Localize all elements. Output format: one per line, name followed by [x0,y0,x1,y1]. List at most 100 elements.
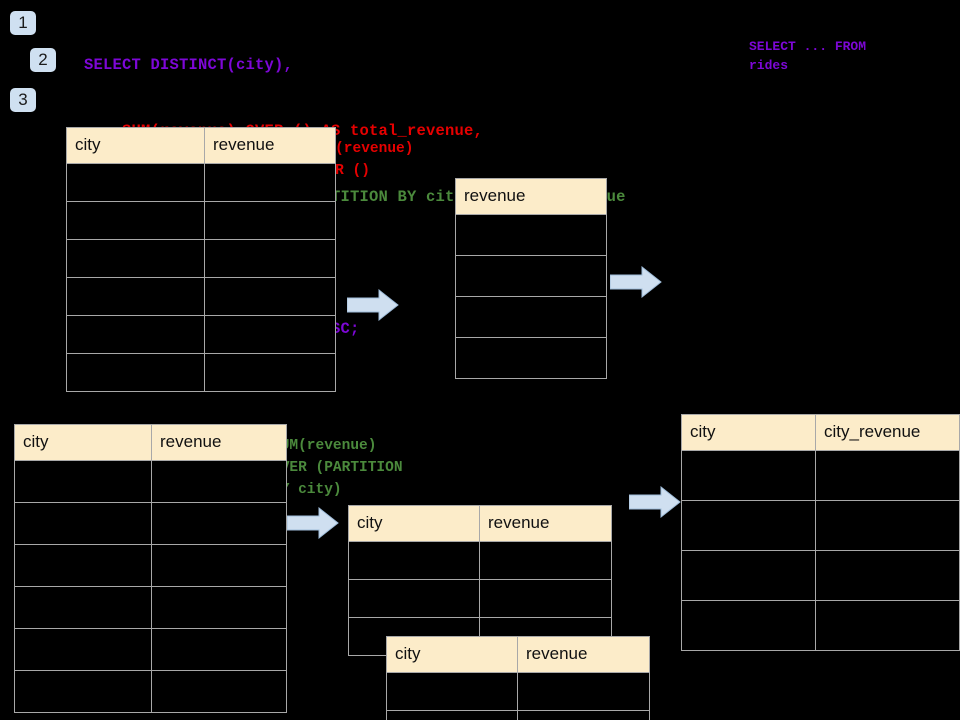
table-cell [204,315,336,354]
table-cell [815,550,960,601]
table-row [66,201,336,240]
table-row [66,239,336,278]
table-row [455,255,607,297]
table-cell [151,670,287,713]
table-row [681,450,960,501]
column-header-city-revenue: city_revenue [815,414,960,451]
table-body [386,672,650,720]
step-badge-1: 1 [10,11,36,35]
column-header-revenue: revenue [151,424,287,461]
table-row [681,550,960,601]
table-cell [681,500,816,551]
table-cell [14,586,152,629]
table-cell [66,353,205,392]
right-arrow-icon [347,289,399,321]
table-row [681,500,960,551]
table-body [66,163,336,392]
table-cell [14,670,152,713]
table-cell [151,460,287,503]
column-header-revenue: revenue [204,127,336,164]
table-cell [14,460,152,503]
table-row [14,586,287,629]
step-badge-2: 2 [30,48,56,72]
table-cell [14,544,152,587]
table-cell [204,163,336,202]
table-row [66,353,336,392]
table-row [348,541,612,580]
table-cell [455,255,607,297]
table-cell [517,710,650,720]
right-arrow-icon [287,507,339,539]
table-source: city revenue [66,127,336,392]
table-cell [815,500,960,551]
table-header-row: city city_revenue [681,414,960,451]
table-header-row: city revenue [348,505,612,542]
table-cell [66,277,205,316]
table-cell [479,579,612,618]
table-cell [815,450,960,501]
table-row [386,672,650,711]
table-cell [14,628,152,671]
table-row [681,600,960,651]
table-row [66,277,336,316]
table-row [455,296,607,338]
table-row [14,502,287,545]
table-cell [66,201,205,240]
table-header-row: revenue [455,178,607,215]
table-cell [815,600,960,651]
table-cell [479,541,612,580]
table-result: city city_revenue [681,414,960,651]
table-cell [455,214,607,256]
table-row [66,315,336,354]
annotation-sum-over-partition: SUM(revenue) OVER (PARTITION BY city) [272,438,403,498]
table-cell [66,315,205,354]
table-row [14,628,287,671]
table-cell [681,600,816,651]
table-body [681,450,960,651]
column-header-revenue: revenue [455,178,607,215]
table-cell [681,550,816,601]
table-cell [455,337,607,379]
table-cell [386,672,518,711]
table-cell [204,201,336,240]
table-cell [151,544,287,587]
table-cell [517,672,650,711]
sql-line-select: SELECT DISTINCT(city), [84,56,294,74]
table-cell [348,579,480,618]
table-row [14,670,287,713]
table-cell [348,541,480,580]
table-cell [14,502,152,545]
table-body [455,214,607,379]
table-total-revenue: revenue [455,178,607,379]
table-cell [66,239,205,278]
table-cell [151,628,287,671]
table-partition-source: city revenue [14,424,287,713]
table-cell [204,239,336,278]
table-row [14,460,287,503]
table-header-row: city revenue [14,424,287,461]
table-row [455,214,607,256]
table-row [348,579,612,618]
table-row [386,710,650,720]
table-cell [204,277,336,316]
column-header-city: city [66,127,205,164]
step-badge-3: 3 [10,88,36,112]
table-partition-group-back: city revenue [348,505,612,656]
column-header-city: city [348,505,480,542]
table-cell [455,296,607,338]
table-cell [151,502,287,545]
table-partition-group-front: city revenue [386,636,650,720]
table-row [14,544,287,587]
right-arrow-icon [629,486,681,518]
table-body [14,460,287,713]
column-header-city: city [386,636,518,673]
table-header-row: city revenue [66,127,336,164]
table-cell [66,163,205,202]
table-cell [386,710,518,720]
table-cell [151,586,287,629]
right-arrow-icon [610,266,662,298]
column-header-city: city [681,414,816,451]
column-header-revenue: revenue [479,505,612,542]
table-header-row: city revenue [386,636,650,673]
